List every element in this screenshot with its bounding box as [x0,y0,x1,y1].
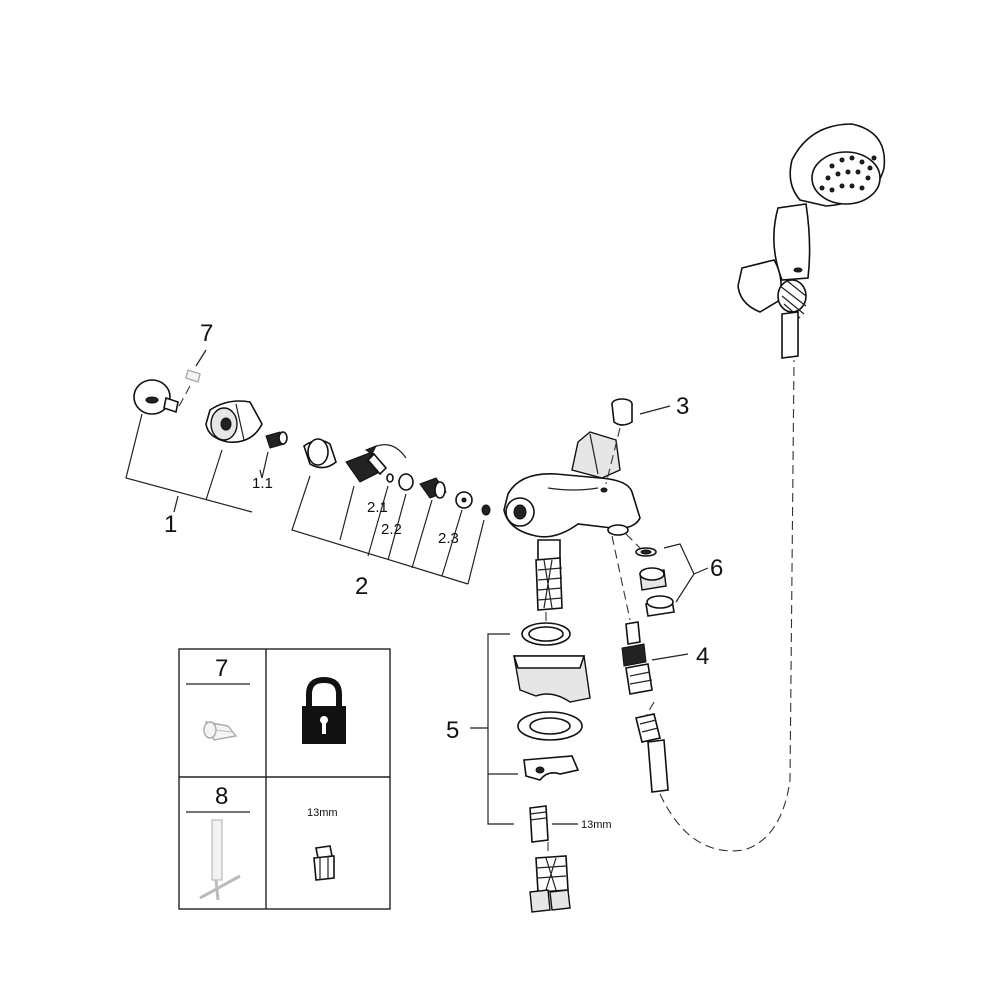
shower-hose [635,359,795,852]
label-part-3: 3 [676,393,689,420]
group-2-cartridge [291,438,491,585]
legend-row-2-number: 8 [215,783,228,810]
hand-shower [737,123,886,359]
label-part-1-1: 1.1 [252,475,273,492]
label-part-2: 2 [355,573,368,600]
plug-3 [605,398,671,485]
adapter-1-1 [265,431,288,449]
screw-icon [203,721,238,741]
screw-7 [177,349,207,409]
label-part-2-2: 2.2 [381,521,402,538]
ring-2-2 [398,473,414,491]
label-part-5: 5 [446,717,459,744]
label-part-2-1: 2.1 [367,499,388,516]
cartridge [345,444,407,483]
aerator-set-6 [625,533,709,617]
legend-row-1-number: 7 [215,655,228,682]
label-nut-size: 13mm [581,819,612,831]
label-part-6: 6 [710,555,723,582]
handle-cap [133,379,179,415]
nut-icon [313,845,335,881]
o-ring-2-1 [386,473,394,483]
padlock-icon [302,676,346,744]
handle-knob [205,400,263,443]
label-part-2-3: 2.3 [438,530,459,547]
mixer-body [503,431,641,561]
group-1-handle [125,379,288,513]
mounting-set-5 [470,557,591,913]
label-part-7: 7 [200,320,213,347]
socket-wrench-icon [199,819,241,901]
legend-table: 7 8 13mm [178,648,391,910]
sleeve-ring [303,438,337,469]
spray-nozzles [819,155,877,193]
legend-tool-size: 13mm [307,807,338,819]
label-part-4: 4 [696,643,709,670]
diverter-4 [611,535,689,695]
label-part-1: 1 [164,511,177,538]
spindle [419,477,447,499]
